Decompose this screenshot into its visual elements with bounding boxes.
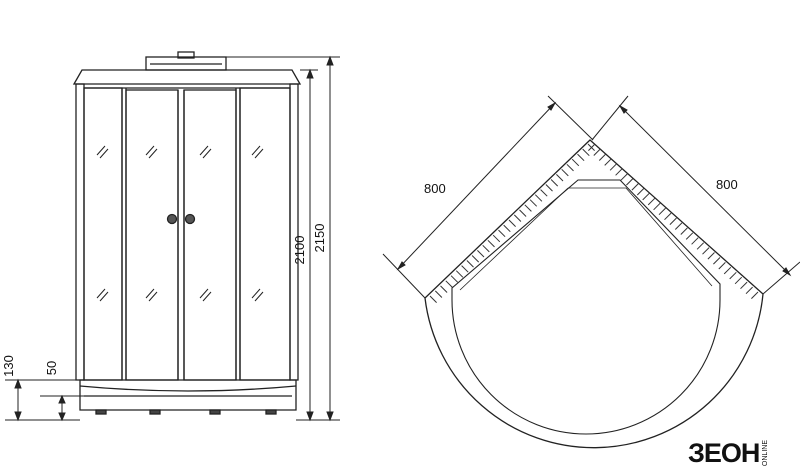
hatch-line bbox=[620, 173, 628, 181]
hatch-line bbox=[534, 194, 543, 202]
hatch-line bbox=[503, 224, 511, 233]
hatch-line bbox=[691, 237, 699, 245]
hatch-line bbox=[723, 266, 732, 275]
hatch-line bbox=[604, 158, 612, 166]
glass-reflections bbox=[96, 145, 264, 302]
hatch-line bbox=[508, 219, 516, 227]
roof-top-fitting bbox=[145, 56, 227, 71]
hatch-line bbox=[680, 227, 688, 235]
dim-800-right-label: 800 bbox=[716, 177, 738, 192]
hatch-line bbox=[745, 286, 753, 295]
hatch-line bbox=[729, 271, 737, 280]
dim-800-left-label: 800 bbox=[424, 181, 446, 196]
hatch-line bbox=[669, 217, 677, 225]
hatch-line bbox=[713, 257, 721, 265]
hatch-line bbox=[582, 148, 590, 157]
hatch-line bbox=[434, 290, 443, 298]
enclosure-outline bbox=[424, 139, 764, 449]
hatch-line bbox=[440, 285, 448, 293]
hatch-line bbox=[734, 276, 743, 285]
hatch-line bbox=[529, 199, 538, 207]
hatch-line bbox=[609, 163, 618, 171]
hatch-line bbox=[636, 188, 645, 196]
logo-text: ЗЕОН bbox=[688, 438, 760, 468]
hatch-line bbox=[751, 291, 759, 299]
right-post bbox=[289, 83, 299, 381]
hatch-line bbox=[540, 189, 548, 197]
hatch-line bbox=[642, 192, 650, 201]
hatch-line bbox=[707, 252, 715, 260]
hatch-line bbox=[658, 207, 666, 216]
hatch-line bbox=[615, 168, 623, 176]
hatch-line bbox=[593, 148, 601, 156]
hatch-line bbox=[519, 209, 527, 217]
hatch-line bbox=[631, 183, 639, 191]
hatch-line bbox=[740, 281, 748, 290]
hatch-line bbox=[482, 244, 490, 253]
hatch-line bbox=[571, 158, 580, 167]
hatch-line bbox=[626, 178, 634, 186]
right-side-panel bbox=[239, 87, 291, 381]
hatch-line bbox=[647, 197, 656, 206]
hatch-line bbox=[545, 184, 553, 192]
hatch-line bbox=[445, 280, 453, 288]
hatch-line bbox=[471, 255, 480, 263]
hatch-line bbox=[455, 270, 464, 278]
hatch-line bbox=[561, 168, 569, 177]
hatch-line bbox=[598, 153, 607, 161]
hatch-line bbox=[461, 265, 469, 273]
hatch-line bbox=[550, 179, 559, 187]
hatch-line bbox=[513, 214, 522, 222]
front-dimensions bbox=[5, 55, 340, 422]
shower-tray bbox=[79, 379, 297, 411]
dim-50-label: 50 bbox=[44, 361, 59, 375]
hatch-line bbox=[696, 242, 705, 250]
hatch-line bbox=[492, 234, 501, 243]
hatch-line bbox=[498, 229, 506, 238]
left-door-handle-icon bbox=[166, 213, 178, 225]
zeon-logo: ЗЕОН ONLINE bbox=[688, 438, 770, 468]
left-post bbox=[75, 83, 85, 381]
hatch-line bbox=[577, 153, 585, 162]
roof-vent bbox=[177, 51, 195, 59]
hatch-line bbox=[477, 250, 485, 258]
hatch-line bbox=[556, 174, 564, 182]
cabin-roof bbox=[72, 69, 302, 85]
hatch-line bbox=[450, 275, 459, 283]
dim-2150-label: 2150 bbox=[312, 224, 327, 253]
hatch-line bbox=[524, 204, 532, 212]
hatch-line bbox=[487, 239, 495, 248]
left-side-panel bbox=[83, 87, 123, 381]
right-door-panel bbox=[183, 89, 237, 381]
hatch-line bbox=[653, 202, 661, 211]
dim-2100-label: 2100 bbox=[292, 236, 307, 265]
hatch-line bbox=[588, 143, 596, 151]
logo-subtext: ONLINE bbox=[762, 439, 770, 467]
left-door-panel bbox=[125, 89, 179, 381]
top-dimensions bbox=[382, 95, 800, 299]
front-view bbox=[72, 51, 302, 415]
hatch-line bbox=[466, 260, 474, 268]
hatch-line bbox=[685, 232, 694, 240]
hatch-line bbox=[718, 262, 726, 270]
top-view bbox=[424, 139, 764, 449]
hatch-line bbox=[702, 247, 710, 255]
hatch-line bbox=[674, 222, 683, 230]
tray-basin bbox=[451, 179, 721, 435]
wall-hatching bbox=[429, 143, 759, 303]
dim-130-label: 130 bbox=[1, 355, 16, 377]
hatch-line bbox=[664, 212, 672, 221]
hatch-line bbox=[429, 295, 437, 303]
right-door-handle-icon bbox=[184, 213, 196, 225]
hatch-line bbox=[566, 163, 574, 172]
